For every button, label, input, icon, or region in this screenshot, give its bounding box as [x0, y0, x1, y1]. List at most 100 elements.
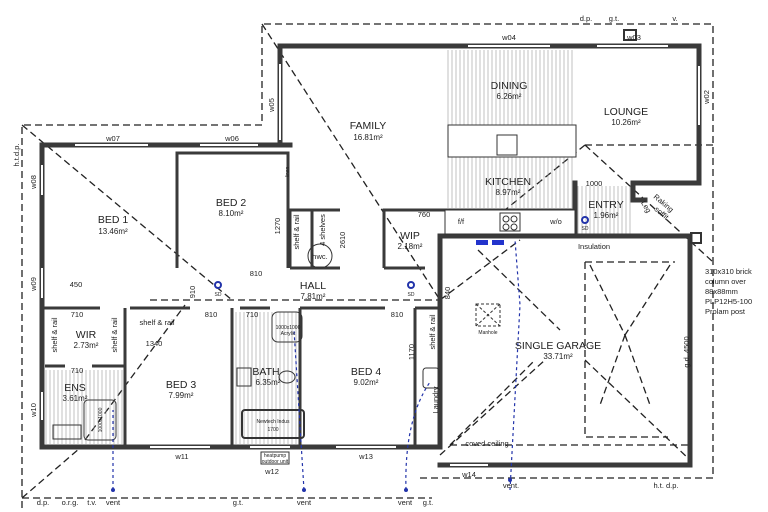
service-labels: d.p. o.r.g. t.v. vent g.t. vent vent g.t… — [12, 14, 679, 507]
label: Insulation — [578, 242, 610, 251]
room-wip-area: 2.18m² — [398, 242, 423, 251]
window-label: w06 — [224, 134, 239, 143]
dimension: 450 — [70, 280, 83, 289]
dimension: 710 — [246, 310, 259, 319]
annotation-labels: shelf & rail 4 shelves hwc. linen shelf … — [50, 167, 675, 465]
window-label: w05 — [267, 98, 276, 113]
room-wir-name: WIR — [76, 329, 97, 341]
room-bed1-name: BED 1 — [98, 214, 129, 226]
windows — [41, 45, 700, 466]
window-label: w03 — [626, 33, 641, 42]
service-label: o.r.g. — [62, 498, 79, 507]
window-label: w02 — [702, 90, 711, 105]
dimension: 1340 — [146, 339, 163, 348]
window-label: w10 — [29, 403, 38, 418]
service-label: g.t. — [609, 14, 619, 23]
dimension: 810 — [205, 310, 218, 319]
room-lounge-name: LOUNGE — [604, 106, 648, 118]
dimension: 2610 — [338, 232, 347, 249]
label: SD — [408, 292, 415, 298]
label: coved ceiling — [465, 439, 508, 448]
service-label: t.v. — [87, 498, 96, 507]
window-label: w12 — [264, 467, 279, 476]
label: shelf & rail — [50, 317, 59, 352]
note-line: 310x310 brick — [705, 267, 752, 276]
room-kitchen-name: KITCHEN — [485, 176, 531, 188]
note-line: 88x88mm — [705, 287, 738, 296]
room-garage-name: SINGLE GARAGE — [515, 340, 601, 352]
dimension: 1270 — [273, 218, 282, 235]
dimension: 1000 — [586, 179, 603, 188]
label: 1000x1000 — [98, 407, 104, 432]
label: heatpump — [264, 453, 286, 459]
label: Laundry — [431, 386, 440, 413]
dimension: 710 — [71, 366, 84, 375]
label: shelf & rail — [139, 318, 174, 327]
room-bed3-area: 7.99m² — [169, 391, 194, 400]
dimension: 710 — [71, 310, 84, 319]
column-note: 310x310 brick column over 88x88mm PLP12H… — [705, 267, 752, 316]
room-wip-name: WIP — [400, 230, 420, 242]
window-label: w09 — [29, 277, 38, 292]
room-lounge-area: 10.26m² — [611, 118, 641, 127]
service-label: g.t. — [233, 498, 243, 507]
room-bed4-area: 9.02m² — [354, 378, 379, 387]
room-bed2-area: 8.10m² — [219, 209, 244, 218]
room-bed4-name: BED 4 — [351, 366, 382, 378]
note-line: PLP12H5-100 — [705, 297, 752, 306]
window-label: w11 — [174, 452, 188, 461]
label: shelf & rail — [292, 214, 301, 249]
label: shelf & rail — [428, 314, 437, 349]
label: w/o — [549, 217, 562, 226]
dimension: 1170 — [407, 344, 416, 360]
label: outdoor unit — [262, 459, 289, 465]
room-dining-name: DINING — [491, 80, 528, 92]
note-line: column over — [705, 277, 746, 286]
service-label: d.p. — [580, 14, 593, 23]
room-entry-name: ENTRY — [588, 199, 623, 211]
fixtures — [52, 29, 702, 465]
service-label: v. — [672, 14, 677, 23]
room-entry-area: 1.96m² — [594, 211, 619, 220]
room-garage-area: 33.71m² — [543, 352, 573, 361]
dimension: 840 — [443, 287, 452, 300]
window-label: w14 — [461, 470, 476, 479]
service-label: g.t. — [423, 498, 433, 507]
dimension-labels: 810 1270 710 710 810 710 810 450 1340 76… — [70, 179, 691, 375]
smoke-detectors — [214, 216, 589, 289]
window-label: w07 — [105, 134, 120, 143]
label: Leg — [639, 199, 653, 214]
room-bath-area: 6.35m² — [256, 378, 281, 387]
window-label: w08 — [29, 175, 38, 190]
vent-lines — [111, 239, 521, 492]
room-family-area: 16.81m² — [353, 133, 383, 142]
label: 4 shelves — [318, 214, 327, 246]
room-ens-area: 3.61m² — [63, 394, 88, 403]
room-kitchen-area: 8.97m² — [496, 188, 521, 197]
room-wir-area: 2.73m² — [74, 341, 99, 350]
label: SD — [215, 292, 222, 298]
dimension: 760 — [418, 210, 431, 219]
label: f/f — [458, 217, 465, 226]
room-labels: FAMILY 16.81m² DINING 6.26m² LOUNGE 10.2… — [63, 80, 649, 403]
service-label: vent — [106, 498, 121, 507]
service-label: vent — [398, 498, 413, 507]
room-ens-name: ENS — [64, 382, 86, 394]
service-label: h.t.d.p. — [12, 144, 21, 167]
window-labels: w07 w06 w04 w03 w02 w05 w08 w09 w10 w11 … — [29, 33, 711, 479]
room-dining-area: 6.26m² — [497, 92, 522, 101]
window-label: w04 — [501, 33, 516, 42]
dimension: 810 — [391, 310, 404, 319]
service-label: vent. — [503, 481, 519, 490]
room-family-name: FAMILY — [350, 120, 387, 132]
window-label: w13 — [358, 452, 373, 461]
label: 1700 — [267, 427, 278, 433]
dimension: 910 — [188, 286, 197, 299]
label: 1000x1000 — [276, 325, 301, 331]
room-bed2-name: BED 2 — [216, 197, 247, 209]
service-label: d.p. — [37, 498, 50, 507]
label: Acrylic — [281, 331, 296, 337]
room-bed1-area: 13.46m² — [98, 227, 128, 236]
dimension: g.d. 4500 — [682, 336, 691, 367]
note-line: Prolam post — [705, 307, 746, 316]
